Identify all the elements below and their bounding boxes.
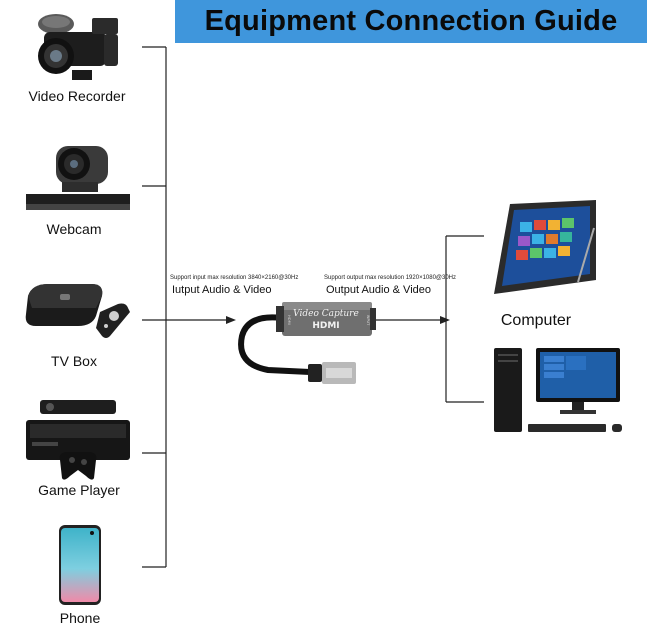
tv-box-icon [25,284,130,338]
input-label-phone: Phone [59,610,101,626]
capture-device-text: Video Capture [293,309,359,319]
input-resolution-note: Support input max resolution 3840×2160@3… [170,275,299,281]
input-label-tv-box: TV Box [51,353,97,369]
capture-device-icon: Video Capture HDMI HDMI INPUT [238,302,376,384]
video-recorder-icon [38,14,118,80]
webcam-icon [26,146,130,210]
title-banner: Equipment Connection Guide [175,0,647,43]
input-label-video-recorder: Video Recorder [28,88,126,104]
game-console-icon [26,400,130,480]
output-label-computer: Computer [500,312,572,329]
input-flow-label: Iutput Audio & Video [172,284,272,296]
input-label-webcam: Webcam [46,221,102,237]
capture-port-out: INPUT [366,315,370,326]
tablet-icon [494,200,596,294]
page-title: Equipment Connection Guide [204,5,618,37]
phone-icon [59,525,101,605]
output-flow-label: Output Audio & Video [326,284,431,296]
input-label-game-player: Game Player [38,482,120,498]
capture-device-logo: HDMI [312,321,339,331]
capture-port-in: HDMI [287,315,291,324]
output-resolution-note: Support output max resolution 1920×1080@… [324,275,457,281]
desktop-pc-icon [494,348,622,432]
